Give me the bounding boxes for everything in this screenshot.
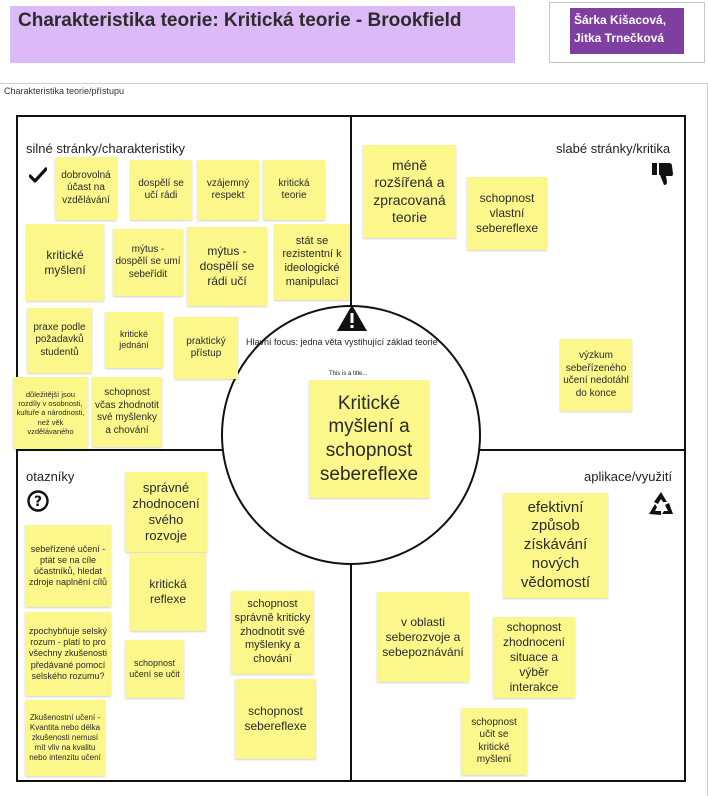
quadrant-label-weaknesses: slabé stránky/kritika (556, 141, 671, 156)
sticky-note[interactable]: důležitější jsou rozdíly v osobnosti, ku… (13, 377, 88, 449)
sticky-note[interactable]: dospělí se učí rádi (130, 160, 192, 220)
quadrant-label-applications: aplikace/využití (584, 469, 673, 484)
sticky-note[interactable]: zpochybňuje selský rozum - platí to pro … (25, 612, 111, 696)
thumbs-down-icon (651, 161, 675, 192)
sticky-note[interactable]: schopnost učení se učit (125, 640, 184, 698)
sticky-note[interactable]: kritická reflexe (130, 553, 206, 631)
sticky-note[interactable]: schopnost správně kriticky zhodnotit své… (231, 591, 314, 674)
sticky-note[interactable]: schopnost učit se kritické myšlení (461, 708, 527, 775)
sticky-note[interactable]: praxe podle požadavků studentů (27, 308, 92, 373)
sticky-main-focus[interactable]: Kritické myšlení a schopnost sebereflexe (309, 380, 429, 498)
sticky-note[interactable]: stát se rezistentní k ideologické manipu… (274, 224, 350, 300)
author-1: Šárka Kišacová, (574, 13, 667, 27)
sticky-note[interactable]: Zkušenostní učení - Kvantita nebo délka … (25, 700, 105, 776)
sticky-note[interactable]: výzkum sebeřízeného učení nedotáhl do ko… (560, 339, 632, 411)
sticky-note[interactable]: mýtus - dospělí se rádi učí (187, 227, 267, 306)
quadrant-label-strengths: silné stránky/charakteristiky (26, 141, 185, 156)
sticky-note[interactable]: schopnost vlastní sebereflexe (467, 177, 547, 250)
authors-frame[interactable]: Šárka Kišacová, Jitka Trnečková (549, 2, 705, 63)
sticky-note[interactable]: praktický přístup (174, 317, 238, 379)
focus-label: Hlavní focus: jedna věta vystihující zák… (246, 337, 438, 347)
sticky-note[interactable]: kritické jednání (105, 312, 163, 368)
sticky-note[interactable]: správné zhodnocení svého rozvoje (125, 472, 207, 552)
svg-text:?: ? (34, 494, 42, 510)
authors-tag[interactable]: Šárka Kišacová, Jitka Trnečková (570, 8, 684, 54)
quadrant-label-questions: otazníky (26, 469, 75, 484)
sticky-note[interactable]: kritická teorie (263, 160, 325, 220)
sticky-note[interactable]: méně rozšířená a zpracovaná teorie (363, 145, 456, 238)
checkmark-icon (28, 167, 48, 188)
sticky-note[interactable]: sebeřízené učení - ptát se na cíle účast… (25, 525, 111, 607)
board-label: Charakteristika teorie/přístupu (4, 86, 125, 96)
sticky-note[interactable]: dobrovolná účast na vzdělávání (55, 157, 117, 220)
sticky-note[interactable]: efektivní způsob získávání nových vědomo… (503, 493, 608, 598)
sticky-note[interactable]: mýtus - dospělí se umí sebeřídit (113, 229, 183, 296)
sticky-note[interactable]: schopnost včas zhodnotit své myšlenky a … (92, 377, 162, 447)
warning-triangle-icon (336, 304, 368, 337)
sticky-note[interactable]: kritické myšlení (26, 224, 104, 301)
mini-title-note[interactable]: This is a title... (329, 371, 368, 377)
recycle-icon (646, 490, 676, 523)
sticky-note[interactable]: schopnost sebereflexe (235, 679, 316, 759)
sticky-note[interactable]: vzájemný respekt (197, 160, 259, 220)
sticky-note[interactable]: schopnost zhodnocení situace a výběr int… (493, 617, 575, 698)
board-title-frame[interactable]: Charakteristika teorie: Kritická teorie … (10, 6, 515, 63)
board-title: Charakteristika teorie: Kritická teorie … (18, 10, 462, 31)
author-2: Jitka Trnečková (574, 31, 665, 45)
sticky-note[interactable]: v oblasti seberozvoje a sebepoznávání (377, 592, 469, 682)
question-circle-icon: ? (27, 490, 49, 517)
